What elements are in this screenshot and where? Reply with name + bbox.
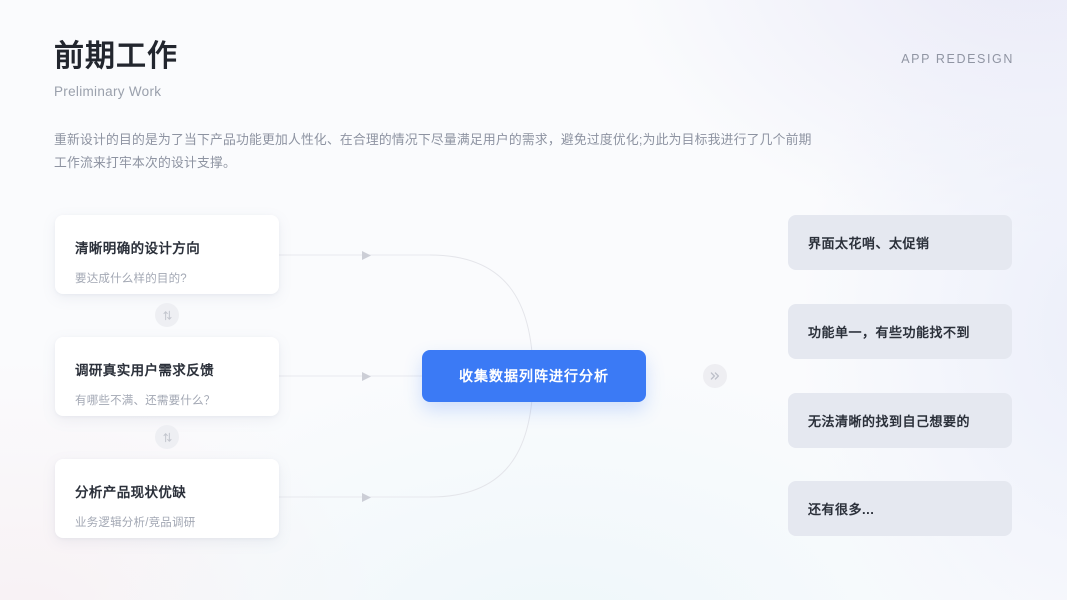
page-title: 前期工作: [54, 40, 178, 73]
page-header: 前期工作 Preliminary Work APP REDESIGN: [54, 38, 1014, 99]
left-card-1-heading: 清晰明确的设计方向: [75, 241, 201, 256]
left-card-2-sub: 有哪些不满、还需要什么？: [75, 395, 216, 407]
left-card-3-heading: 分析产品现状优缺: [75, 485, 187, 500]
left-card-1-sub: 要达成什么样的目的?: [75, 273, 187, 285]
analyze-data-button[interactable]: 收集数据列阵进行分析: [422, 350, 646, 402]
left-card-1[interactable]: 清晰明确的设计方向 要达成什么样的目的?: [55, 215, 279, 294]
swap-vertical-icon: [155, 425, 179, 449]
double-chevron-right-icon: [703, 364, 727, 388]
left-card-3-sub: 业务逻辑分析/竞品调研: [75, 517, 196, 529]
left-card-2[interactable]: 调研真实用户需求反馈 有哪些不满、还需要什么？: [55, 337, 279, 416]
page-subtitle: Preliminary Work: [54, 83, 162, 99]
left-card-2-heading: 调研真实用户需求反馈: [75, 363, 214, 378]
left-card-3[interactable]: 分析产品现状优缺 业务逻辑分析/竞品调研: [55, 459, 279, 538]
right-card-4[interactable]: 还有很多...: [788, 481, 1012, 536]
swap-vertical-icon: [155, 303, 179, 327]
page-description: 重新设计的目的是为了当下产品功能更加人性化、在合理的情况下尽量满足用户的需求，避…: [54, 132, 812, 170]
right-card-2[interactable]: 功能单一，有些功能找不到: [788, 304, 1012, 359]
right-card-3[interactable]: 无法清晰的找到自己想要的: [788, 393, 1012, 448]
right-card-1[interactable]: 界面太花哨、太促销: [788, 215, 1012, 270]
project-label: APP REDESIGN: [901, 52, 1014, 66]
